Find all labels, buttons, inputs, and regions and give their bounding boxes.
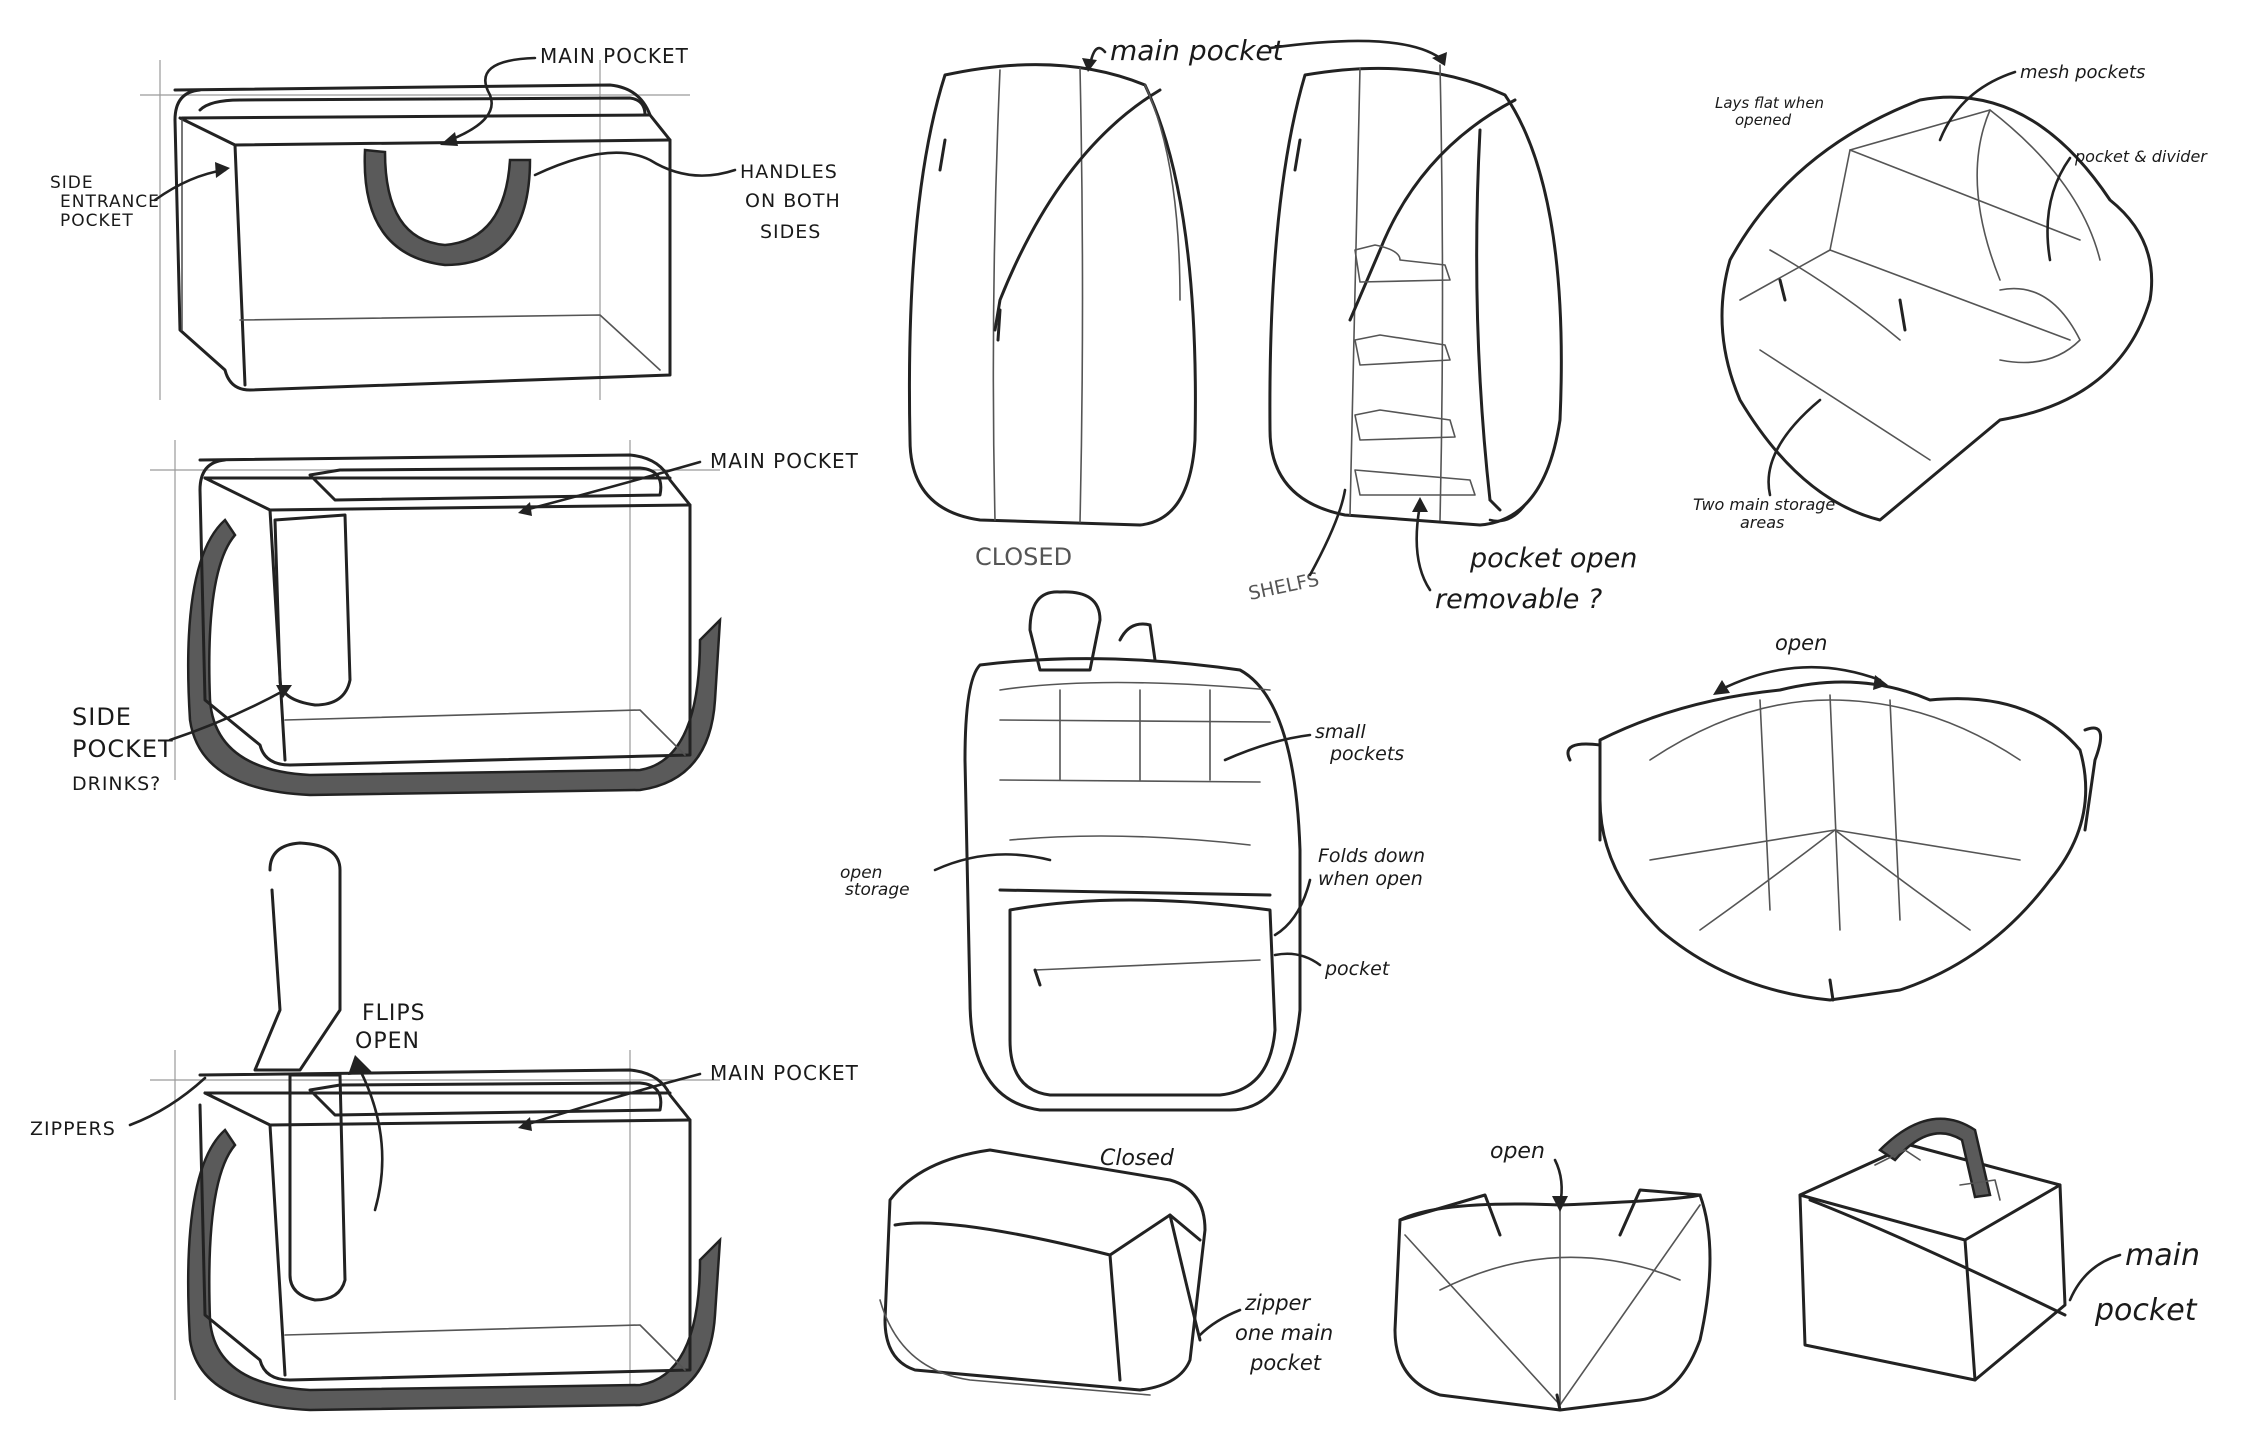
label-small-pockets-2: pockets	[1329, 743, 1404, 765]
box-annotations: main pocket	[2068, 1238, 2200, 1328]
label-removable: removable ?	[1435, 584, 1602, 615]
cube-annotations: Closed zipper one main pocket	[1100, 1146, 1333, 1375]
label-lays-flat: Lays flat when	[1715, 94, 1824, 112]
label-main-pocket-2: MAIN POCKET	[710, 449, 859, 473]
sketch-backpack-pockets	[963, 590, 1302, 1112]
label-handles: HANDLES	[740, 161, 838, 183]
sketch2-annotations: MAIN POCKET SIDE POCKET DRINKS?	[72, 449, 859, 795]
label-folds-down: Folds down	[1318, 845, 1425, 867]
flower-annotations: open	[1490, 1139, 1568, 1212]
sketch-backpack-closed	[907, 63, 1197, 527]
label-main-pocket: MAIN POCKET	[540, 44, 689, 68]
sketch-cooler-side-pocket	[150, 440, 722, 797]
label-box-main-2: pocket	[2094, 1293, 2198, 1328]
label-folds-down-2: when open	[1318, 868, 1423, 890]
label-zippers: ZIPPERS	[30, 1118, 116, 1140]
label-mesh-pockets: mesh pockets	[2020, 62, 2145, 83]
label-two-main: Two main storage	[1693, 495, 1835, 514]
label-handles-2: ON BOTH	[745, 190, 841, 212]
label-closed: CLOSED	[975, 543, 1072, 571]
label-open-storage: open	[840, 863, 882, 883]
sketch-flower-open	[1393, 1188, 1712, 1412]
label-cube-closed: Closed	[1100, 1146, 1175, 1171]
label-small-pockets: small	[1315, 721, 1366, 743]
label-open-storage-2: storage	[845, 880, 910, 900]
label-flips-open: FLIPS	[362, 1001, 426, 1026]
label-open: open	[1775, 631, 1827, 655]
label-handles-3: SIDES	[760, 221, 821, 243]
sketch1-annotations: MAIN POCKET SIDE ENTRANCE POCKET HANDLES…	[50, 44, 841, 243]
backpack-annotations: main pocket CLOSED SHELFS pocket open re…	[975, 34, 1637, 615]
tray-annotations: Lays flat when opened mesh pockets pocke…	[1693, 62, 2208, 532]
sketch-cube-closed	[879, 1148, 1207, 1396]
sketch-cooler-handles	[140, 60, 690, 400]
label-one-main: one main	[1235, 1321, 1333, 1345]
sketch-open-bag	[1566, 680, 2103, 1002]
label-side-pocket-2: POCKET	[72, 735, 174, 763]
label-main-pocket-3: MAIN POCKET	[710, 1061, 859, 1085]
backpack-pockets-annotations: small pockets open storage Folds down wh…	[840, 721, 1425, 980]
label-side-entrance-3: POCKET	[60, 211, 134, 231]
label-one-main-2: pocket	[1249, 1351, 1322, 1375]
sketch-box-handle	[1798, 1117, 2067, 1382]
label-side-pocket: SIDE	[72, 703, 132, 731]
label-lays-flat-2: opened	[1735, 111, 1792, 129]
label-pocket: pocket	[1324, 958, 1391, 980]
sketch3-annotations: FLIPS OPEN MAIN POCKET ZIPPERS	[30, 1001, 859, 1212]
open-bag-annotations: open	[1713, 631, 1888, 695]
label-side-pocket-3: DRINKS?	[72, 773, 161, 795]
label-pocket-divider: pocket & divider	[2074, 147, 2208, 166]
label-box-main: main	[2125, 1238, 2200, 1273]
sketch-cooler-flip	[150, 841, 722, 1412]
label-side-entrance: SIDE	[50, 173, 94, 193]
label-flips-open-2: OPEN	[355, 1029, 420, 1054]
label-zipper: zipper	[1244, 1291, 1311, 1315]
label-two-main-2: areas	[1740, 513, 1784, 532]
sketch-backpack-open	[1268, 64, 1563, 527]
label-bp-main-pocket: main pocket	[1110, 34, 1285, 67]
label-side-entrance-2: ENTRANCE	[60, 192, 160, 212]
label-pocket-open: pocket open	[1469, 543, 1637, 574]
label-flower-open: open	[1490, 1139, 1545, 1164]
